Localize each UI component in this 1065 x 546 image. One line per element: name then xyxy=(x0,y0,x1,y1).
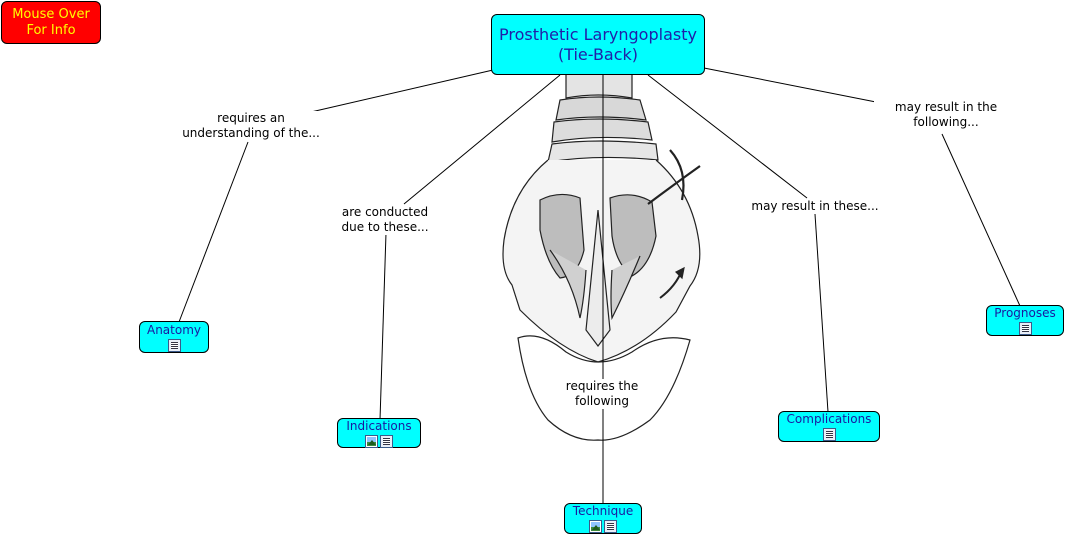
concept-indications[interactable]: Indications xyxy=(337,418,421,448)
connection-lines xyxy=(178,67,1021,504)
image-icon[interactable] xyxy=(589,520,602,533)
concept-technique-label: Technique xyxy=(572,504,634,518)
concept-anatomy[interactable]: Anatomy xyxy=(139,321,209,353)
root-concept-prosthetic-laryngoplasty[interactable]: Prosthetic Laryngoplasty (Tie-Back) xyxy=(491,14,705,75)
concept-indications-label: Indications xyxy=(346,418,412,433)
root-concept-label: Prosthetic Laryngoplasty (Tie-Back) xyxy=(499,24,697,64)
link-label-indications: are conducted due to these... xyxy=(334,205,436,235)
document-icon[interactable] xyxy=(604,520,617,533)
mouse-over-info-button[interactable]: Mouse Over For Info xyxy=(1,1,101,44)
document-icon[interactable] xyxy=(380,434,393,448)
image-icon[interactable] xyxy=(365,434,378,448)
link-label-prognoses: may result in the following... xyxy=(874,100,1018,130)
document-icon[interactable] xyxy=(1018,322,1032,335)
link-label-complications: may result in these... xyxy=(745,199,885,214)
link-label-anatomy: requires an understanding of the... xyxy=(178,111,324,141)
link-label-technique: requires the following xyxy=(556,379,648,409)
document-icon[interactable] xyxy=(167,338,181,352)
concept-prognoses-label: Prognoses xyxy=(994,306,1056,320)
concept-technique[interactable]: Technique xyxy=(564,503,642,534)
concept-prognoses[interactable]: Prognoses xyxy=(986,305,1064,336)
concept-anatomy-label: Anatomy xyxy=(146,322,201,337)
concept-complications[interactable]: Complications xyxy=(778,411,880,442)
concept-complications-label: Complications xyxy=(786,412,872,426)
document-icon[interactable] xyxy=(822,428,836,441)
